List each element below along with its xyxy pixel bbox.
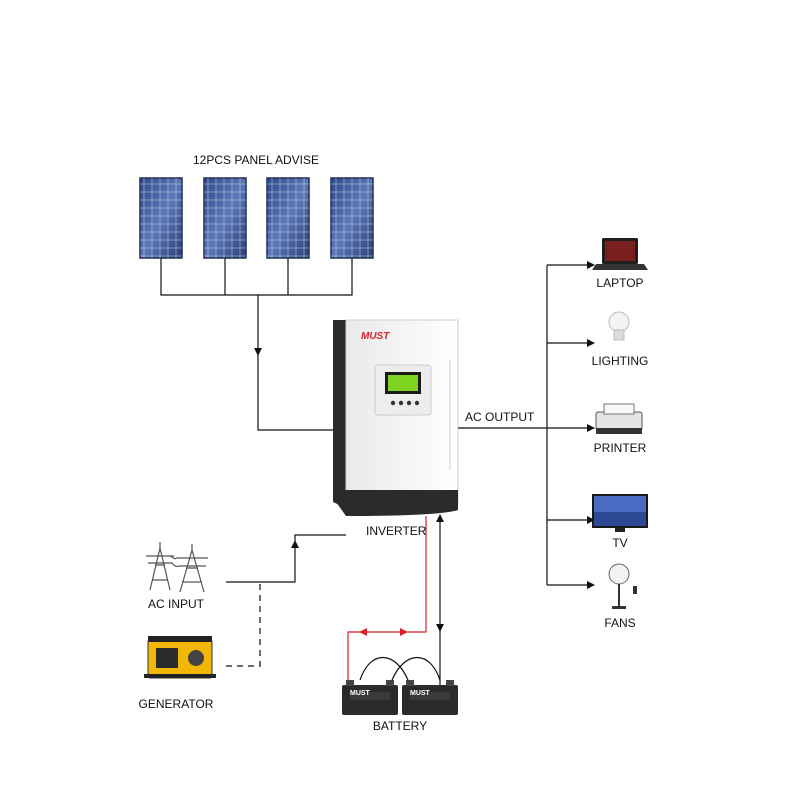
laptop-icon	[592, 238, 648, 270]
load-label-printer: PRINTER	[593, 441, 647, 455]
solar-panel	[330, 177, 374, 259]
load-label-fans: FANS	[604, 616, 636, 630]
pv-arrow	[254, 348, 262, 356]
ac-input-label: AC INPUT	[147, 597, 205, 611]
transmission-tower-icon	[146, 542, 208, 593]
generator-icon	[144, 636, 216, 679]
panels-label: 12PCS PANEL ADVISE	[192, 153, 320, 167]
fan-icon	[608, 563, 637, 609]
inverter-label: INVERTER	[366, 524, 427, 538]
ac-input-arrow	[291, 540, 299, 548]
solar-panel	[266, 177, 310, 259]
load-label-laptop: LAPTOP	[596, 276, 644, 290]
battery-brand-logo: MUST	[410, 690, 430, 697]
inverter-brand-logo: MUST	[361, 331, 390, 342]
pv-wiring	[160, 258, 353, 431]
battery-label: BATTERY	[372, 719, 428, 733]
battery-brand-logo: MUST	[350, 690, 370, 697]
printer-icon	[595, 403, 643, 434]
light-bulb-icon	[608, 311, 630, 341]
battery-unit	[342, 680, 398, 715]
load-label-lighting: LIGHTING	[591, 354, 649, 368]
ac-output-wiring	[458, 264, 587, 586]
solar-panel	[139, 177, 183, 259]
ac-output-arrows	[587, 261, 595, 589]
solar-panel-array	[139, 177, 374, 259]
battery-wiring-arrows	[359, 514, 444, 636]
inverter-unit	[333, 319, 459, 516]
battery-wiring	[347, 516, 441, 685]
tv-icon	[592, 494, 648, 532]
ac-input-wiring	[226, 534, 346, 583]
ac-output-label: AC OUTPUT	[465, 410, 535, 424]
battery-bank	[342, 680, 458, 715]
generator-label: GENERATOR	[138, 697, 214, 711]
battery-unit	[402, 680, 458, 715]
generator-wiring	[226, 582, 261, 667]
load-label-tv: TV	[612, 536, 628, 550]
solar-panel	[203, 177, 247, 259]
